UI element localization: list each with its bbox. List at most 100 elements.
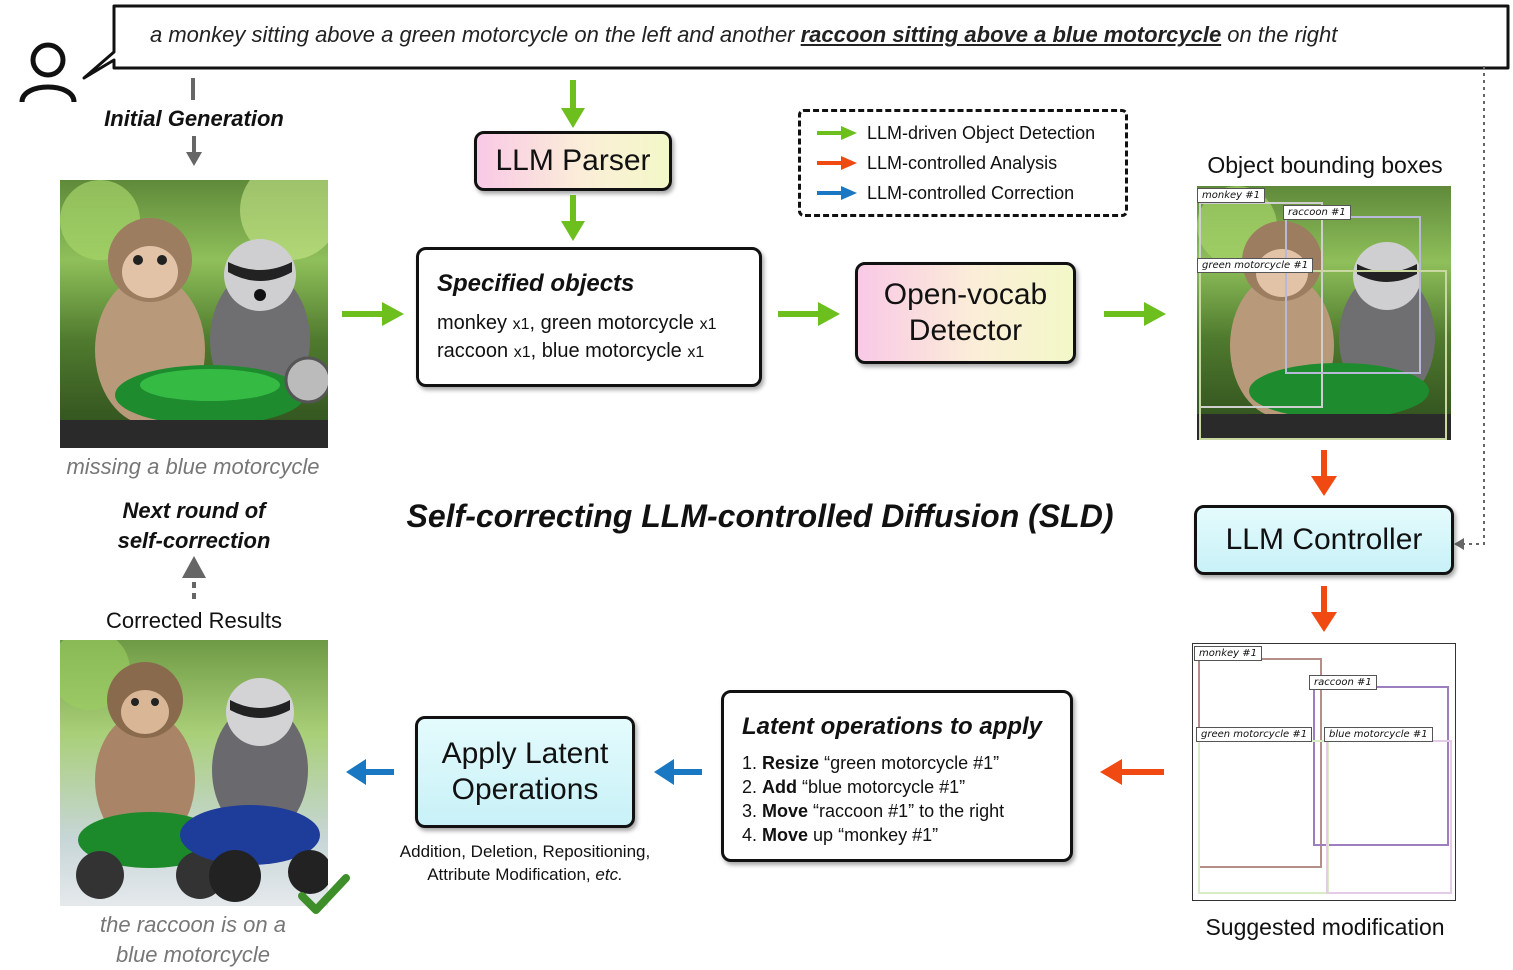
next-round-label: Next round of self-correction bbox=[60, 496, 328, 556]
suggested-box-green-motorcycle bbox=[1198, 740, 1329, 894]
llm-controller-box: LLM Controller bbox=[1194, 505, 1454, 575]
red-arrow-to-latent-ops bbox=[1100, 759, 1164, 785]
suggested-modification-panel: monkey #1 raccoon #1 green motorcycle #1… bbox=[1192, 643, 1456, 901]
initial-generated-image bbox=[60, 180, 328, 448]
object-blue-motorcycle-count: x1 bbox=[687, 344, 705, 361]
object-green-motorcycle-count: x1 bbox=[699, 316, 717, 333]
open-vocab-detector-box: Open-vocab Detector bbox=[855, 262, 1076, 364]
latent-op-2: 2. Add “blue motorcycle #1” bbox=[742, 775, 1052, 799]
detector-line2: Detector bbox=[908, 314, 1023, 347]
detection-label-green-motorcycle: green motorcycle #1 bbox=[1197, 258, 1314, 273]
object-raccoon-count: x1 bbox=[513, 344, 531, 361]
detection-label-monkey: monkey #1 bbox=[1197, 188, 1265, 203]
legend-box: LLM-driven Object Detection LLM-controll… bbox=[798, 109, 1128, 217]
specified-objects-box: Specified objects monkey x1, green motor… bbox=[416, 247, 762, 387]
blue-arrow-to-apply bbox=[654, 759, 702, 785]
blue-arrow-to-corrected bbox=[346, 759, 394, 785]
green-arrow-specified-to-detector bbox=[778, 302, 840, 326]
missing-caption: missing a blue motorcycle bbox=[66, 454, 320, 479]
initial-down-arrow bbox=[186, 136, 202, 166]
operations-caption-line2: Attribute Modification, etc. bbox=[370, 863, 680, 886]
next-round-line1: Next round of bbox=[122, 498, 266, 523]
green-arrow-detector-to-bboxes bbox=[1104, 302, 1166, 326]
next-round-line2: self-correction bbox=[117, 528, 271, 553]
apply-line2: Operations bbox=[451, 773, 599, 806]
detection-label-raccoon: raccoon #1 bbox=[1283, 205, 1351, 220]
red-arrow-to-controller bbox=[1311, 450, 1337, 496]
latent-op-4: 4. Move up “monkey #1” bbox=[742, 823, 1052, 847]
llm-controller-label: LLM Controller bbox=[1225, 523, 1423, 556]
latent-op-4-rest: up “monkey #1” bbox=[808, 825, 939, 845]
raccoon-caption: the raccoon is on a blue motorcycle bbox=[30, 910, 356, 970]
prompt-after: on the right bbox=[1221, 22, 1338, 47]
legend-blue-arrow-icon bbox=[817, 186, 857, 200]
prompt-emphasis: raccoon sitting above a blue motorcycle bbox=[800, 22, 1222, 47]
suggested-label-blue-motorcycle: blue motorcycle #1 bbox=[1324, 727, 1433, 742]
suggested-label-monkey: monkey #1 bbox=[1194, 646, 1262, 661]
apply-line1: Apply Latent bbox=[441, 737, 609, 770]
raccoon-caption-line1: the raccoon is on a bbox=[100, 912, 286, 937]
prompt-text: a monkey sitting above a green motorcycl… bbox=[150, 22, 1490, 48]
specified-objects-title: Specified objects bbox=[437, 270, 635, 297]
prompt-before: a monkey sitting above a green motorcycl… bbox=[150, 22, 801, 47]
green-arrow-to-parser bbox=[561, 80, 585, 128]
next-round-up-arrow bbox=[182, 556, 206, 602]
latent-op-4-verb: Move bbox=[762, 825, 809, 845]
operations-caption-line1: Addition, Deletion, Repositioning, bbox=[399, 842, 651, 861]
suggested-box-blue-motorcycle bbox=[1326, 740, 1452, 894]
corrected-results-label: Corrected Results bbox=[105, 608, 283, 633]
object-green-motorcycle: green motorcycle bbox=[540, 312, 695, 334]
suggested-modification-title: Suggested modification bbox=[1205, 914, 1445, 940]
suggested-label-raccoon: raccoon #1 bbox=[1309, 675, 1377, 690]
initial-generation-label: Initial Generation bbox=[104, 106, 284, 131]
legend-red-arrow-icon bbox=[817, 156, 857, 170]
object-separator: , bbox=[530, 340, 542, 362]
detection-image: monkey #1 raccoon #1 green motorcycle #1 bbox=[1197, 186, 1451, 440]
latent-op-2-verb: Add bbox=[762, 777, 798, 797]
operations-caption-line2-text: Attribute Modification, bbox=[427, 865, 596, 884]
green-arrow-image-to-specified bbox=[342, 302, 404, 326]
latent-operations-box: Latent operations to apply 1. Resize “gr… bbox=[721, 690, 1073, 862]
latent-op-3: 3. Move “raccoon #1” to the right bbox=[742, 799, 1052, 823]
latent-op-2-num: 2. bbox=[742, 777, 758, 797]
green-arrow-to-specified bbox=[561, 195, 585, 241]
object-blue-motorcycle: blue motorcycle bbox=[541, 340, 682, 362]
legend-item-correction: LLM-controlled Correction bbox=[815, 178, 1125, 208]
detection-box-raccoon bbox=[1285, 216, 1421, 374]
object-monkey: monkey bbox=[437, 312, 508, 334]
prompt-to-controller-connector bbox=[1454, 66, 1485, 550]
object-separator: , bbox=[529, 312, 541, 334]
object-raccoon: raccoon bbox=[437, 340, 509, 362]
operations-caption: Addition, Deletion, Repositioning, Attri… bbox=[370, 840, 680, 886]
latent-op-4-num: 4. bbox=[742, 825, 758, 845]
corrected-image bbox=[60, 640, 328, 906]
llm-parser-box: LLM Parser bbox=[474, 131, 672, 191]
check-icon bbox=[298, 874, 350, 914]
detector-line1: Open-vocab bbox=[883, 278, 1048, 311]
suggested-box-raccoon bbox=[1313, 686, 1449, 846]
raccoon-caption-line2: blue motorcycle bbox=[115, 942, 271, 967]
detection-box-green-motorcycle bbox=[1199, 270, 1447, 440]
center-title: Self-correcting LLM-controlled Diffusion… bbox=[406, 498, 1114, 534]
specified-objects-line2: raccoon x1, blue motorcycle x1 bbox=[437, 338, 741, 366]
legend-label-analysis: LLM-controlled Analysis bbox=[867, 152, 1058, 173]
object-monkey-count: x1 bbox=[512, 316, 530, 333]
latent-op-1-rest: “green motorcycle #1” bbox=[819, 753, 1000, 773]
legend-item-detection: LLM-driven Object Detection bbox=[815, 118, 1125, 148]
red-arrow-to-suggested bbox=[1311, 586, 1337, 632]
initial-dash-connector bbox=[191, 78, 195, 100]
legend-item-analysis: LLM-controlled Analysis bbox=[815, 148, 1125, 178]
llm-parser-label: LLM Parser bbox=[495, 144, 651, 177]
legend-label-correction: LLM-controlled Correction bbox=[867, 182, 1075, 203]
latent-op-3-rest: “raccoon #1” to the right bbox=[808, 801, 1005, 821]
apply-latent-operations-box: Apply Latent Operations bbox=[415, 716, 635, 828]
operations-caption-etc: etc. bbox=[595, 865, 623, 884]
latent-op-1-num: 1. bbox=[742, 753, 758, 773]
user-icon bbox=[19, 42, 77, 103]
suggested-label-green-motorcycle: green motorcycle #1 bbox=[1196, 727, 1313, 742]
legend-label-detection: LLM-driven Object Detection bbox=[867, 122, 1096, 143]
latent-op-1: 1. Resize “green motorcycle #1” bbox=[742, 751, 1052, 775]
object-bboxes-title: Object bounding boxes bbox=[1207, 152, 1443, 178]
latent-operations-title: Latent operations to apply bbox=[742, 713, 1043, 740]
latent-op-2-rest: “blue motorcycle #1” bbox=[797, 777, 966, 797]
